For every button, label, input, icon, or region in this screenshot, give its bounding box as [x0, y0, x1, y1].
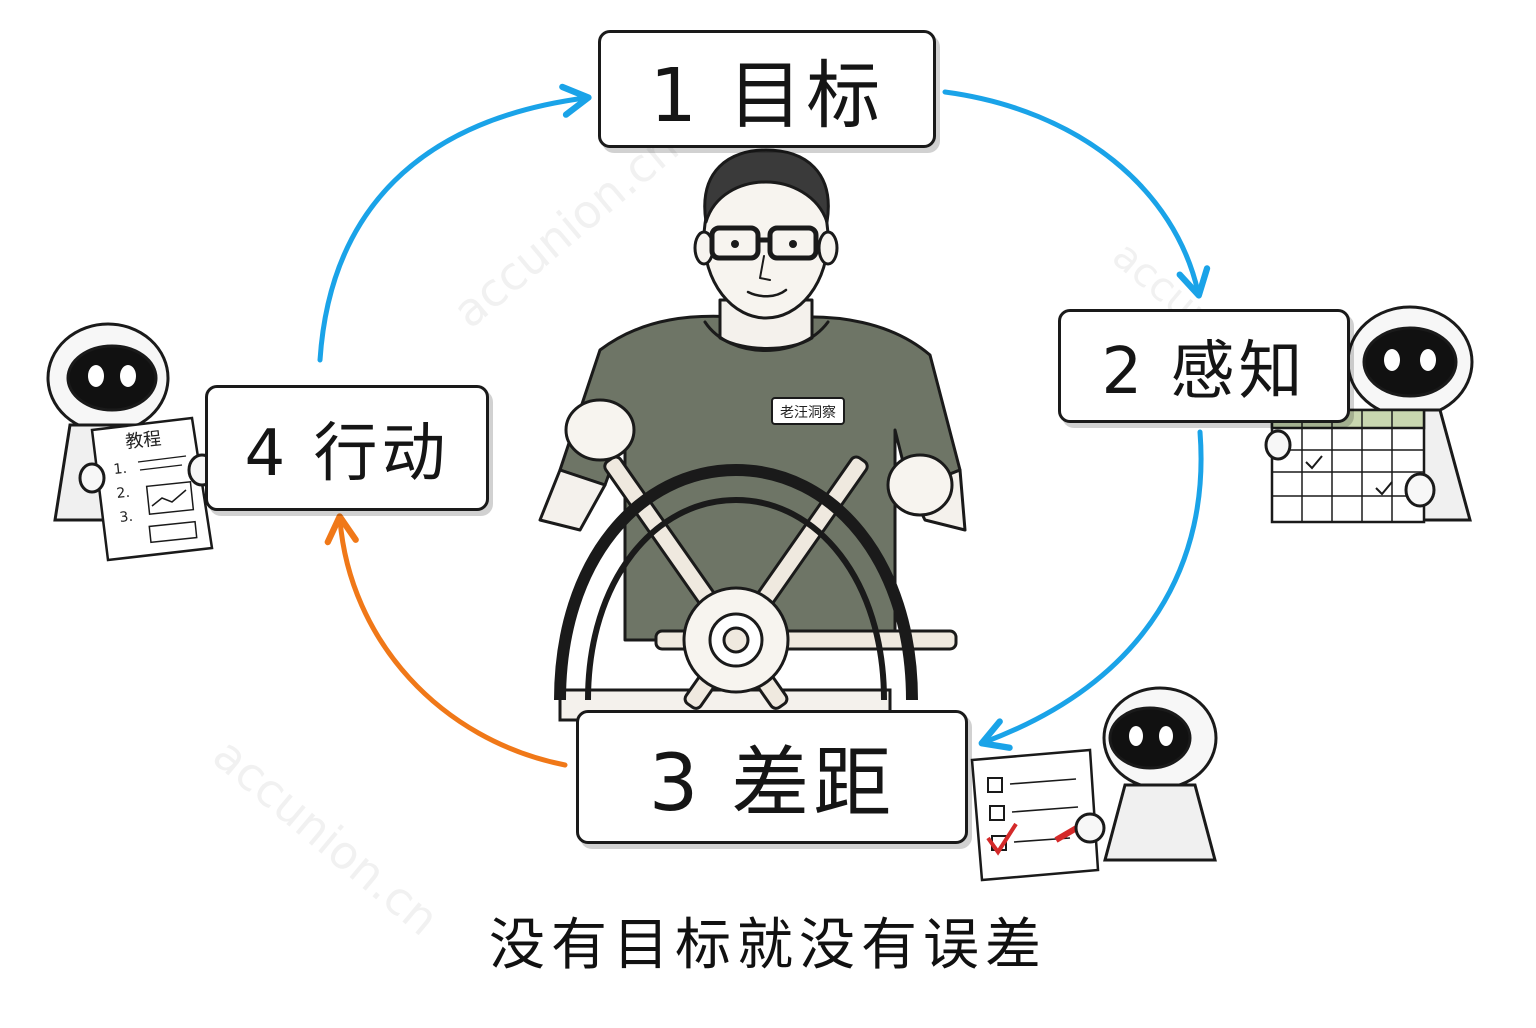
- tutorial-item-1: 1.: [113, 461, 128, 478]
- robot-body: [1103, 783, 1217, 862]
- person-illustration: [538, 148, 967, 642]
- step-sense-box: 2 感知: [1058, 309, 1350, 423]
- table-thumbnail: [148, 520, 198, 544]
- diagram-caption: 没有目标就没有误差: [489, 912, 1047, 978]
- wheel-rim-inner: [585, 496, 887, 701]
- hair: [703, 148, 830, 224]
- check-icon: [1305, 455, 1323, 470]
- step-goal-box: 1 目标: [598, 30, 936, 148]
- check-icon: [1375, 481, 1393, 496]
- step-gap-box: 3 差距: [576, 710, 968, 844]
- name-badge-text: 老汪洞察: [780, 404, 836, 421]
- robot-hand: [1404, 472, 1436, 508]
- step-action-box: 4 行动: [205, 385, 489, 511]
- watermark-text: accunion.cn: [442, 120, 688, 339]
- arrow-action-to-goal: [317, 83, 592, 363]
- arrow-sense-to-gap: [978, 429, 1204, 751]
- tutorial-sheet: 教程 1. 2. 3.: [90, 416, 214, 562]
- collar: [703, 320, 830, 352]
- left-arm: [538, 468, 607, 532]
- right-ear: [817, 230, 839, 266]
- robot-visor: [1362, 326, 1458, 398]
- robot-hand: [1074, 812, 1106, 844]
- check-mark-icon: [986, 822, 1018, 856]
- tutorial-title: 教程: [124, 428, 162, 453]
- robot-visor: [66, 344, 158, 412]
- robot-visor: [1108, 706, 1192, 770]
- chart-thumbnail: [145, 480, 195, 516]
- tutorial-item-2: 2.: [116, 485, 131, 502]
- robot-hand: [1264, 429, 1292, 461]
- arrow-goal-to-sense: [942, 89, 1211, 299]
- calendar-sheet: [1270, 408, 1426, 524]
- arrow-gap-to-action: [324, 513, 568, 768]
- glasses: [709, 225, 819, 261]
- wheel-rim-outer: [554, 463, 918, 701]
- robot-with-tutorial: 教程 1. 2. 3.: [46, 322, 217, 562]
- tutorial-item-3: 3.: [119, 509, 134, 526]
- left-hand: [564, 398, 636, 462]
- name-badge: 老汪洞察: [771, 397, 845, 425]
- robot-with-checklist: [970, 686, 1218, 882]
- checklist-sheet: [970, 748, 1100, 882]
- robot-hand: [78, 462, 106, 494]
- right-hand: [886, 453, 954, 517]
